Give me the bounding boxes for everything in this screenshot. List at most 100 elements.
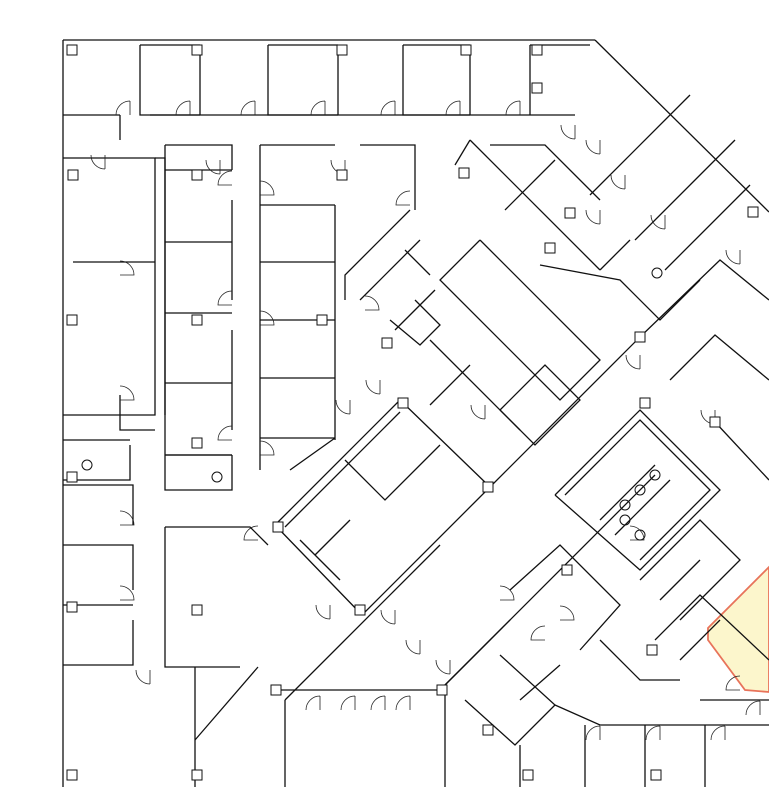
column-square — [66, 314, 78, 326]
door-swing — [445, 100, 461, 116]
wall-segment — [519, 664, 561, 701]
column-square — [436, 684, 448, 696]
door-swing — [405, 639, 421, 655]
door-swing — [305, 695, 321, 711]
door-swing — [380, 100, 396, 116]
wall-segment — [669, 334, 769, 381]
column-square — [316, 314, 328, 326]
door-swing — [119, 585, 135, 601]
door-swing — [395, 190, 411, 206]
column-square — [460, 44, 472, 56]
wall-segment — [359, 239, 421, 301]
column-square — [66, 471, 78, 483]
wall-segment — [164, 145, 233, 491]
door-swing — [119, 385, 135, 401]
column-square — [66, 44, 78, 56]
wall-segment — [429, 339, 521, 431]
wall-segment — [679, 619, 721, 661]
wall-segment — [639, 519, 741, 621]
column-square — [646, 644, 658, 656]
wall-segment — [344, 209, 411, 300]
wall-segment — [564, 419, 711, 561]
column-square — [650, 769, 662, 781]
door-swing — [217, 425, 233, 441]
door-swing — [364, 295, 380, 311]
wall-segment — [654, 594, 769, 661]
wall-segment — [399, 399, 491, 488]
walls — [62, 39, 769, 787]
wall-segment — [274, 399, 401, 526]
wall-segment — [155, 157, 166, 415]
wall-segment — [489, 336, 641, 488]
wall-segment — [63, 620, 134, 666]
column-square — [336, 44, 348, 56]
wall-segment — [289, 437, 336, 471]
wall-segment — [554, 704, 769, 726]
wall-segment — [63, 157, 156, 416]
door-swing — [115, 100, 131, 116]
toilet-icon — [634, 529, 646, 541]
wall-segment — [599, 239, 631, 271]
column-square — [191, 604, 203, 616]
door-swing — [217, 290, 233, 306]
door-swing — [370, 695, 386, 711]
wall-segment — [664, 184, 751, 271]
door-swing — [340, 695, 356, 711]
wall-segment — [194, 666, 259, 741]
toilet-icon — [619, 514, 631, 526]
wall-segment — [439, 239, 601, 401]
wall-segment — [299, 539, 341, 581]
door-swing — [559, 605, 575, 621]
wall-segment — [284, 544, 441, 701]
door-swing — [585, 725, 601, 741]
door-swing — [205, 159, 221, 175]
wall-segment — [165, 144, 233, 170]
column-square — [66, 769, 78, 781]
column-square — [191, 769, 203, 781]
column-square — [639, 397, 651, 409]
toilet-icon — [634, 484, 646, 496]
door-swing — [645, 725, 661, 741]
wall-segment — [274, 524, 363, 616]
door-swings — [90, 100, 761, 741]
wall-segment — [63, 445, 131, 481]
wall-segment — [361, 486, 491, 616]
structural-columns — [66, 44, 759, 781]
column-square — [561, 564, 573, 576]
door-swing — [610, 174, 626, 190]
wall-segment — [454, 139, 471, 166]
door-swing — [499, 585, 515, 601]
column-square — [634, 331, 646, 343]
door-swing — [310, 100, 326, 116]
wall-segment — [404, 249, 431, 276]
column-square — [381, 337, 393, 349]
door-swing — [259, 310, 275, 326]
column-square — [531, 44, 543, 56]
column-square — [67, 169, 79, 181]
door-swing — [625, 354, 641, 370]
door-swing — [315, 604, 331, 620]
wall-segment — [394, 289, 436, 331]
wall-segment — [469, 139, 601, 271]
toilet-icon — [619, 499, 631, 511]
wall-segment — [599, 639, 680, 681]
door-swing — [629, 525, 645, 541]
wall-segment — [389, 299, 441, 346]
restroom-fixtures — [81, 267, 663, 541]
door-swing — [259, 180, 275, 196]
toilet-icon — [649, 469, 661, 481]
door-swing — [725, 249, 741, 265]
column-square — [191, 314, 203, 326]
column-square — [747, 206, 759, 218]
highlighted-room[interactable] — [707, 565, 769, 693]
door-swing — [175, 100, 191, 116]
door-swing — [90, 154, 106, 170]
door-swing — [725, 675, 741, 691]
column-square — [354, 604, 366, 616]
wall-segment — [539, 264, 701, 321]
column-square — [482, 724, 494, 736]
wall-segment — [599, 464, 656, 521]
wall-segment — [360, 144, 416, 210]
wall-segment — [499, 364, 581, 446]
